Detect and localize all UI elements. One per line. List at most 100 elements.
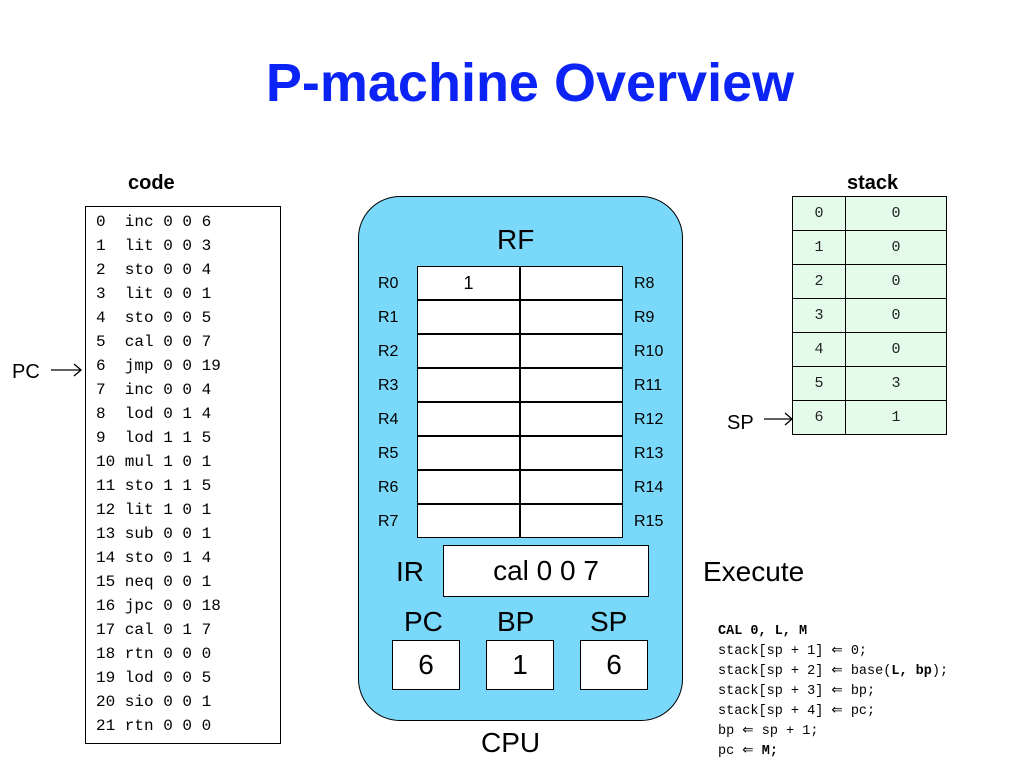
stack-header: stack xyxy=(847,172,899,194)
register-label: R6 xyxy=(378,479,399,496)
register-cell-r7 xyxy=(417,504,520,538)
register-cell-r6 xyxy=(417,470,520,504)
code-line: 21 rtn 0 0 0 xyxy=(96,717,212,735)
code-line: 10 mul 1 0 1 xyxy=(96,453,212,471)
register-cell-r0: 1 xyxy=(417,266,520,300)
code-line: 13 sub 0 0 1 xyxy=(96,525,212,543)
register-label: R10 xyxy=(634,343,664,360)
code-line: 3 lit 0 0 1 xyxy=(96,285,212,303)
note-heading: CAL 0, L, M xyxy=(718,624,808,639)
register-label: R8 xyxy=(634,275,655,292)
sp-register: 6 xyxy=(580,640,648,690)
code-line: 1 lit 0 0 3 xyxy=(96,237,212,255)
code-listing: 0 inc 0 0 6 1 lit 0 0 3 2 sto 0 0 4 3 li… xyxy=(85,206,281,744)
register-label: R14 xyxy=(634,479,664,496)
execute-phase-label: Execute xyxy=(703,556,805,587)
register-cell-r3 xyxy=(417,368,520,402)
register-label: R3 xyxy=(378,377,399,394)
register-label: R13 xyxy=(634,445,664,462)
note-line: stack[sp + 4] ⇐ pc; xyxy=(718,704,876,719)
register-cell-r2 xyxy=(417,334,520,368)
note-line: stack[sp + 2] ⇐ base(L, bp); xyxy=(718,664,949,679)
pc-pointer-label: PC xyxy=(12,361,40,383)
register-cell-r11 xyxy=(520,368,623,402)
register-cell-r8 xyxy=(520,266,623,300)
pc-pointer-arrow-icon xyxy=(51,363,82,377)
code-line: 15 neq 0 0 1 xyxy=(96,573,212,591)
code-line: 11 sto 1 1 5 xyxy=(96,477,212,495)
stack-index: 5 xyxy=(792,366,846,401)
register-cell-r14 xyxy=(520,470,623,504)
code-line: 7 inc 0 0 4 xyxy=(96,381,212,399)
sp-register-label: SP xyxy=(590,606,628,637)
register-label: R0 xyxy=(378,275,399,292)
code-line: 14 sto 0 1 4 xyxy=(96,549,212,567)
register-label: R7 xyxy=(378,513,399,530)
code-line: 19 lod 0 0 5 xyxy=(96,669,212,687)
ir-label: IR xyxy=(396,556,424,587)
register-cell-r10 xyxy=(520,334,623,368)
page-title: P-machine Overview xyxy=(265,53,795,113)
code-line: 12 lit 1 0 1 xyxy=(96,501,212,519)
stack-value: 0 xyxy=(845,230,947,265)
code-line: 16 jpc 0 0 18 xyxy=(96,597,221,615)
stack-index: 3 xyxy=(792,298,846,333)
register-cell-r15 xyxy=(520,504,623,538)
register-cell-r9 xyxy=(520,300,623,334)
stack-index: 2 xyxy=(792,264,846,299)
code-line: 6 jmp 0 0 19 xyxy=(96,357,221,375)
stack-value: 3 xyxy=(845,366,947,401)
stack-value: 0 xyxy=(845,332,947,367)
register-cell-r1 xyxy=(417,300,520,334)
register-label: R5 xyxy=(378,445,399,462)
sp-pointer-label: SP xyxy=(727,412,754,434)
register-label: R1 xyxy=(378,309,399,326)
pc-register: 6 xyxy=(392,640,460,690)
code-header: code xyxy=(128,172,175,194)
stack-value: 1 xyxy=(845,400,947,435)
register-label: R4 xyxy=(378,411,399,428)
register-label: R9 xyxy=(634,309,655,326)
note-line: bp ⇐ sp + 1; xyxy=(718,724,819,739)
code-line: 20 sio 0 0 1 xyxy=(96,693,212,711)
register-cell-r4 xyxy=(417,402,520,436)
code-line: 18 rtn 0 0 0 xyxy=(96,645,212,663)
stack-index: 0 xyxy=(792,196,846,231)
code-line: 8 lod 0 1 4 xyxy=(96,405,212,423)
code-line: 4 sto 0 0 5 xyxy=(96,309,212,327)
register-label: R2 xyxy=(378,343,399,360)
stack-value: 0 xyxy=(845,196,947,231)
code-line: 2 sto 0 0 4 xyxy=(96,261,212,279)
sp-pointer-arrow-icon xyxy=(764,412,793,426)
note-line: pc ⇐ M; xyxy=(718,744,778,759)
code-line: 5 cal 0 0 7 xyxy=(96,333,212,351)
register-label: R12 xyxy=(634,411,664,428)
register-label: R11 xyxy=(634,377,663,394)
bp-register-label: BP xyxy=(497,606,535,637)
cpu-label: CPU xyxy=(481,727,541,758)
register-file-label: RF xyxy=(497,224,535,255)
code-line: 0 inc 0 0 6 xyxy=(96,213,212,231)
execute-notes: CAL 0, L, M stack[sp + 1] ⇐ 0; stack[sp … xyxy=(718,622,948,762)
stack-value: 0 xyxy=(845,298,947,333)
bp-register: 1 xyxy=(486,640,554,690)
stack-index: 1 xyxy=(792,230,846,265)
note-line: stack[sp + 3] ⇐ bp; xyxy=(718,684,876,699)
register-cell-r5 xyxy=(417,436,520,470)
code-line: 17 cal 0 1 7 xyxy=(96,621,212,639)
stack-value: 0 xyxy=(845,264,947,299)
note-line: stack[sp + 1] ⇐ 0; xyxy=(718,644,868,659)
instruction-register: cal 0 0 7 xyxy=(443,545,649,597)
pc-register-label: PC xyxy=(404,606,443,637)
stack-index: 6 xyxy=(792,400,846,435)
register-cell-r13 xyxy=(520,436,623,470)
register-cell-r12 xyxy=(520,402,623,436)
